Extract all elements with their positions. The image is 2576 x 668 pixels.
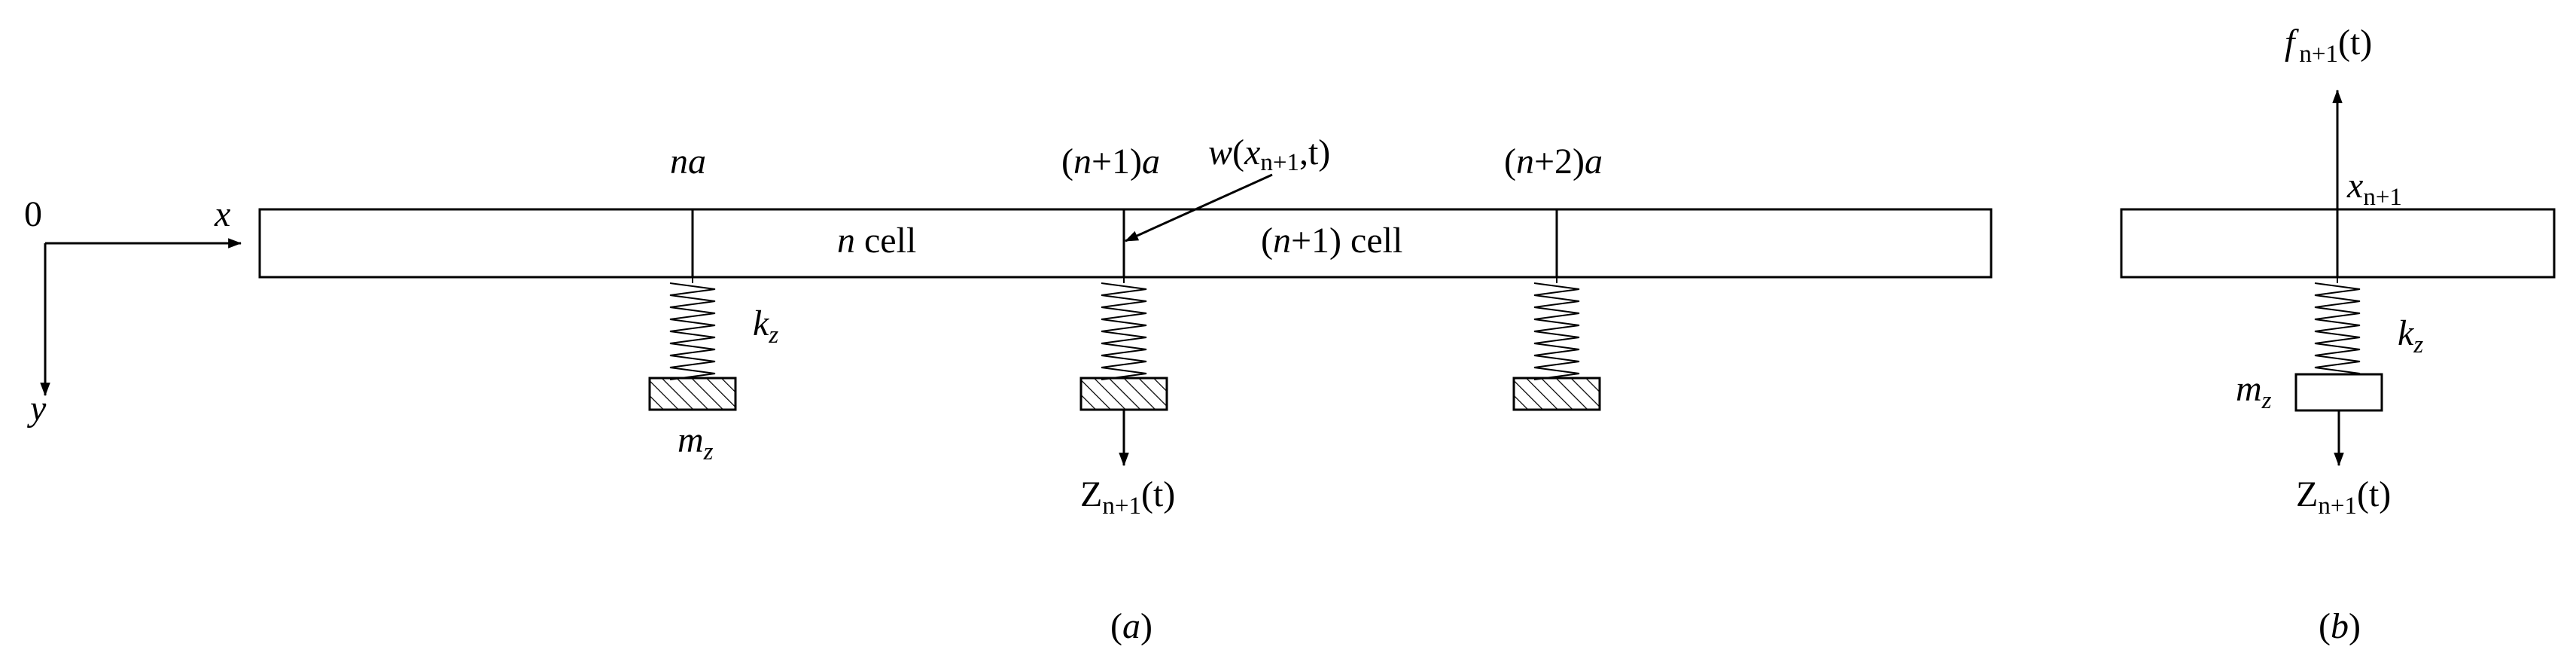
spring-b — [2314, 277, 2361, 380]
beam-a — [258, 208, 1993, 279]
mass-n1a — [1079, 377, 1168, 411]
displacement-leader-arrow — [1124, 173, 1273, 242]
displacement-label: w(xn+1,t) — [1208, 133, 1330, 176]
position-label-b: xn+1 — [2346, 166, 2402, 211]
origin-label: 0 — [24, 194, 42, 234]
mass-label-b: mz — [2236, 369, 2272, 414]
coordinate-axes: 0 x y — [24, 194, 242, 429]
mass-b — [2294, 373, 2383, 412]
spring-n1a — [1101, 277, 1147, 380]
cell-label-n: n cell — [837, 221, 916, 261]
force-label-a: Zn+1(t) — [1080, 474, 1175, 520]
spring-stiffness-label: kz — [753, 303, 778, 349]
position-label-n2a: (n+2)a — [1504, 142, 1603, 181]
mass-label: mz — [677, 420, 714, 465]
cell-label-n1: (n+1) cell — [1261, 221, 1402, 261]
position-label-na: na — [670, 142, 706, 181]
position-label-n1a: (n+1)a — [1061, 142, 1160, 181]
mass-n2a — [1512, 377, 1601, 411]
caption-a: (a) — [1110, 606, 1153, 646]
caption-b: (b) — [2319, 606, 2361, 646]
spring-stiffness-label-b: kz — [2398, 313, 2423, 358]
panel-a: na (n+1)a (n+2)a n cell (n+1) cell w(xn+… — [258, 133, 1993, 646]
x-axis-label: x — [214, 194, 230, 234]
force-label-b: Zn+1(t) — [2296, 474, 2391, 520]
spring-n2a — [1533, 277, 1580, 380]
mass-na — [648, 377, 737, 411]
y-axis-label: y — [26, 389, 47, 429]
spring-na — [669, 277, 716, 380]
